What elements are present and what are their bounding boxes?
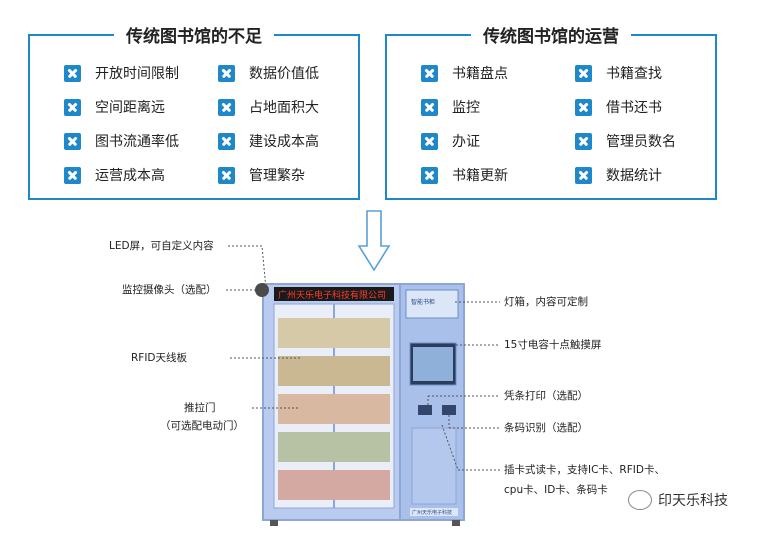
x-icon [64,98,81,116]
list-item: 空间距离远 [64,96,218,118]
x-icon [421,98,438,116]
callout-barcode: 条码识别（选配） [504,422,588,434]
brand-plate: 广州天乐电子科技 [412,509,452,516]
x-icon [575,166,592,184]
watermark: 印天乐科技 [628,490,728,510]
deficiencies-list: 开放时间限制 数据价值低 空间距离远 占地面积大 图书流通率低 建设成本高 运营… [64,62,348,186]
printer-slot [418,405,432,415]
book-shelves [278,318,390,500]
x-icon [218,64,235,82]
callout-card-reader: 插卡式读卡，支持IC卡、RFID卡、 [504,464,665,476]
operations-list: 书籍盘点 书籍查找 监控 借书还书 办证 管理员数名 书籍更新 数据统计 [421,62,705,186]
operations-title: 传统图书馆的运营 [471,27,631,47]
x-icon [421,64,438,82]
list-item: 借书还书 [575,96,715,118]
lightbox-text: 智能书柜 [411,298,435,306]
callout-lightbox: 灯箱，内容可定制 [504,296,588,308]
list-item: 书籍查找 [575,62,715,84]
x-icon [575,64,592,82]
x-icon [64,64,81,82]
list-item: 建设成本高 [218,130,358,152]
watermark-text: 印天乐科技 [658,493,728,509]
x-icon [575,132,592,150]
list-item: 占地面积大 [218,96,358,118]
barcode-reader [442,405,456,415]
x-icon [575,98,592,116]
list-item: 开放时间限制 [64,62,218,84]
operations-panel: 传统图书馆的运营 书籍盘点 书籍查找 监控 借书还书 办证 管理员数名 书籍更新… [385,27,717,200]
callout-camera: 监控摄像头（选配） [122,284,217,296]
callout-touchscreen: 15寸电容十点触摸屏 [504,339,602,351]
callout-rfid: RFID天线板 [131,352,188,364]
wechat-icon [628,490,652,510]
list-item: 管理繁杂 [218,164,358,186]
callout-led: LED屏，可自定义内容 [109,240,214,252]
callout-door-note: （可选配电动门） [160,420,244,432]
led-screen [274,287,394,301]
x-icon [64,132,81,150]
lower-door [411,427,457,505]
led-text: 广州天乐电子科技有限公司 [278,289,386,301]
callout-door: 推拉门 [184,402,216,414]
callout-lines [226,245,500,471]
list-item: 书籍更新 [421,164,575,186]
list-item: 数据统计 [575,164,715,186]
camera-icon [255,283,269,297]
x-icon [421,166,438,184]
callout-card-types: cpu卡、ID卡、条码卡 [504,484,608,496]
deficiencies-panel: 传统图书馆的不足 开放时间限制 数据价值低 空间距离远 占地面积大 图书流通率低… [28,27,360,200]
x-icon [218,98,235,116]
down-arrow-icon [357,210,391,272]
list-item: 监控 [421,96,575,118]
x-icon [421,132,438,150]
deficiencies-title: 传统图书馆的不足 [114,27,274,47]
list-item: 运营成本高 [64,164,218,186]
list-item: 办证 [421,130,575,152]
callout-printer: 凭条打印（选配） [504,390,588,402]
list-item: 图书流通率低 [64,130,218,152]
x-icon [64,166,81,184]
list-item: 书籍盘点 [421,62,575,84]
x-icon [218,166,235,184]
list-item: 数据价值低 [218,62,358,84]
list-item: 管理员数名 [575,130,715,152]
x-icon [218,132,235,150]
lightbox [405,289,459,319]
